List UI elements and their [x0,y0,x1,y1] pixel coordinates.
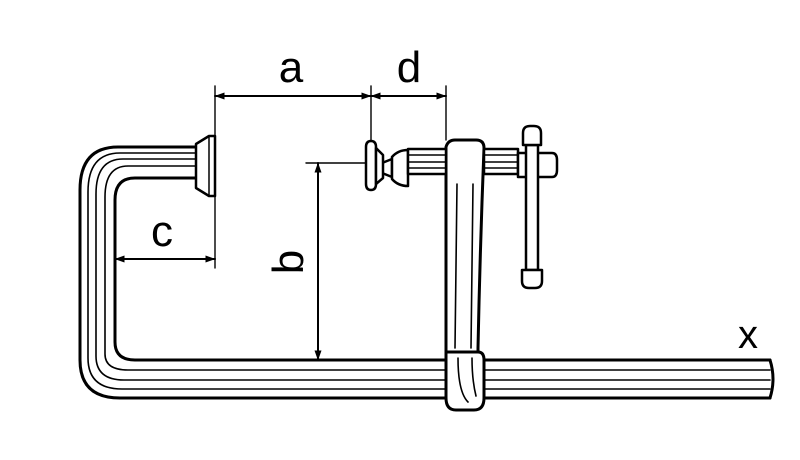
t-handle [520,124,544,290]
label-d: d [397,43,421,92]
fixed-jaw-pad [194,134,217,198]
label-c: c [151,207,173,256]
dimension-b [305,162,367,361]
dimension-a [214,85,372,142]
label-x: x [738,313,758,357]
dimension-d [370,85,447,141]
label-b: b [264,250,313,274]
sliding-arm [444,138,486,412]
dimension-c [114,195,216,269]
clamp-frame [78,145,775,400]
moving-jaw-pad [364,139,385,192]
label-a: a [279,43,304,92]
